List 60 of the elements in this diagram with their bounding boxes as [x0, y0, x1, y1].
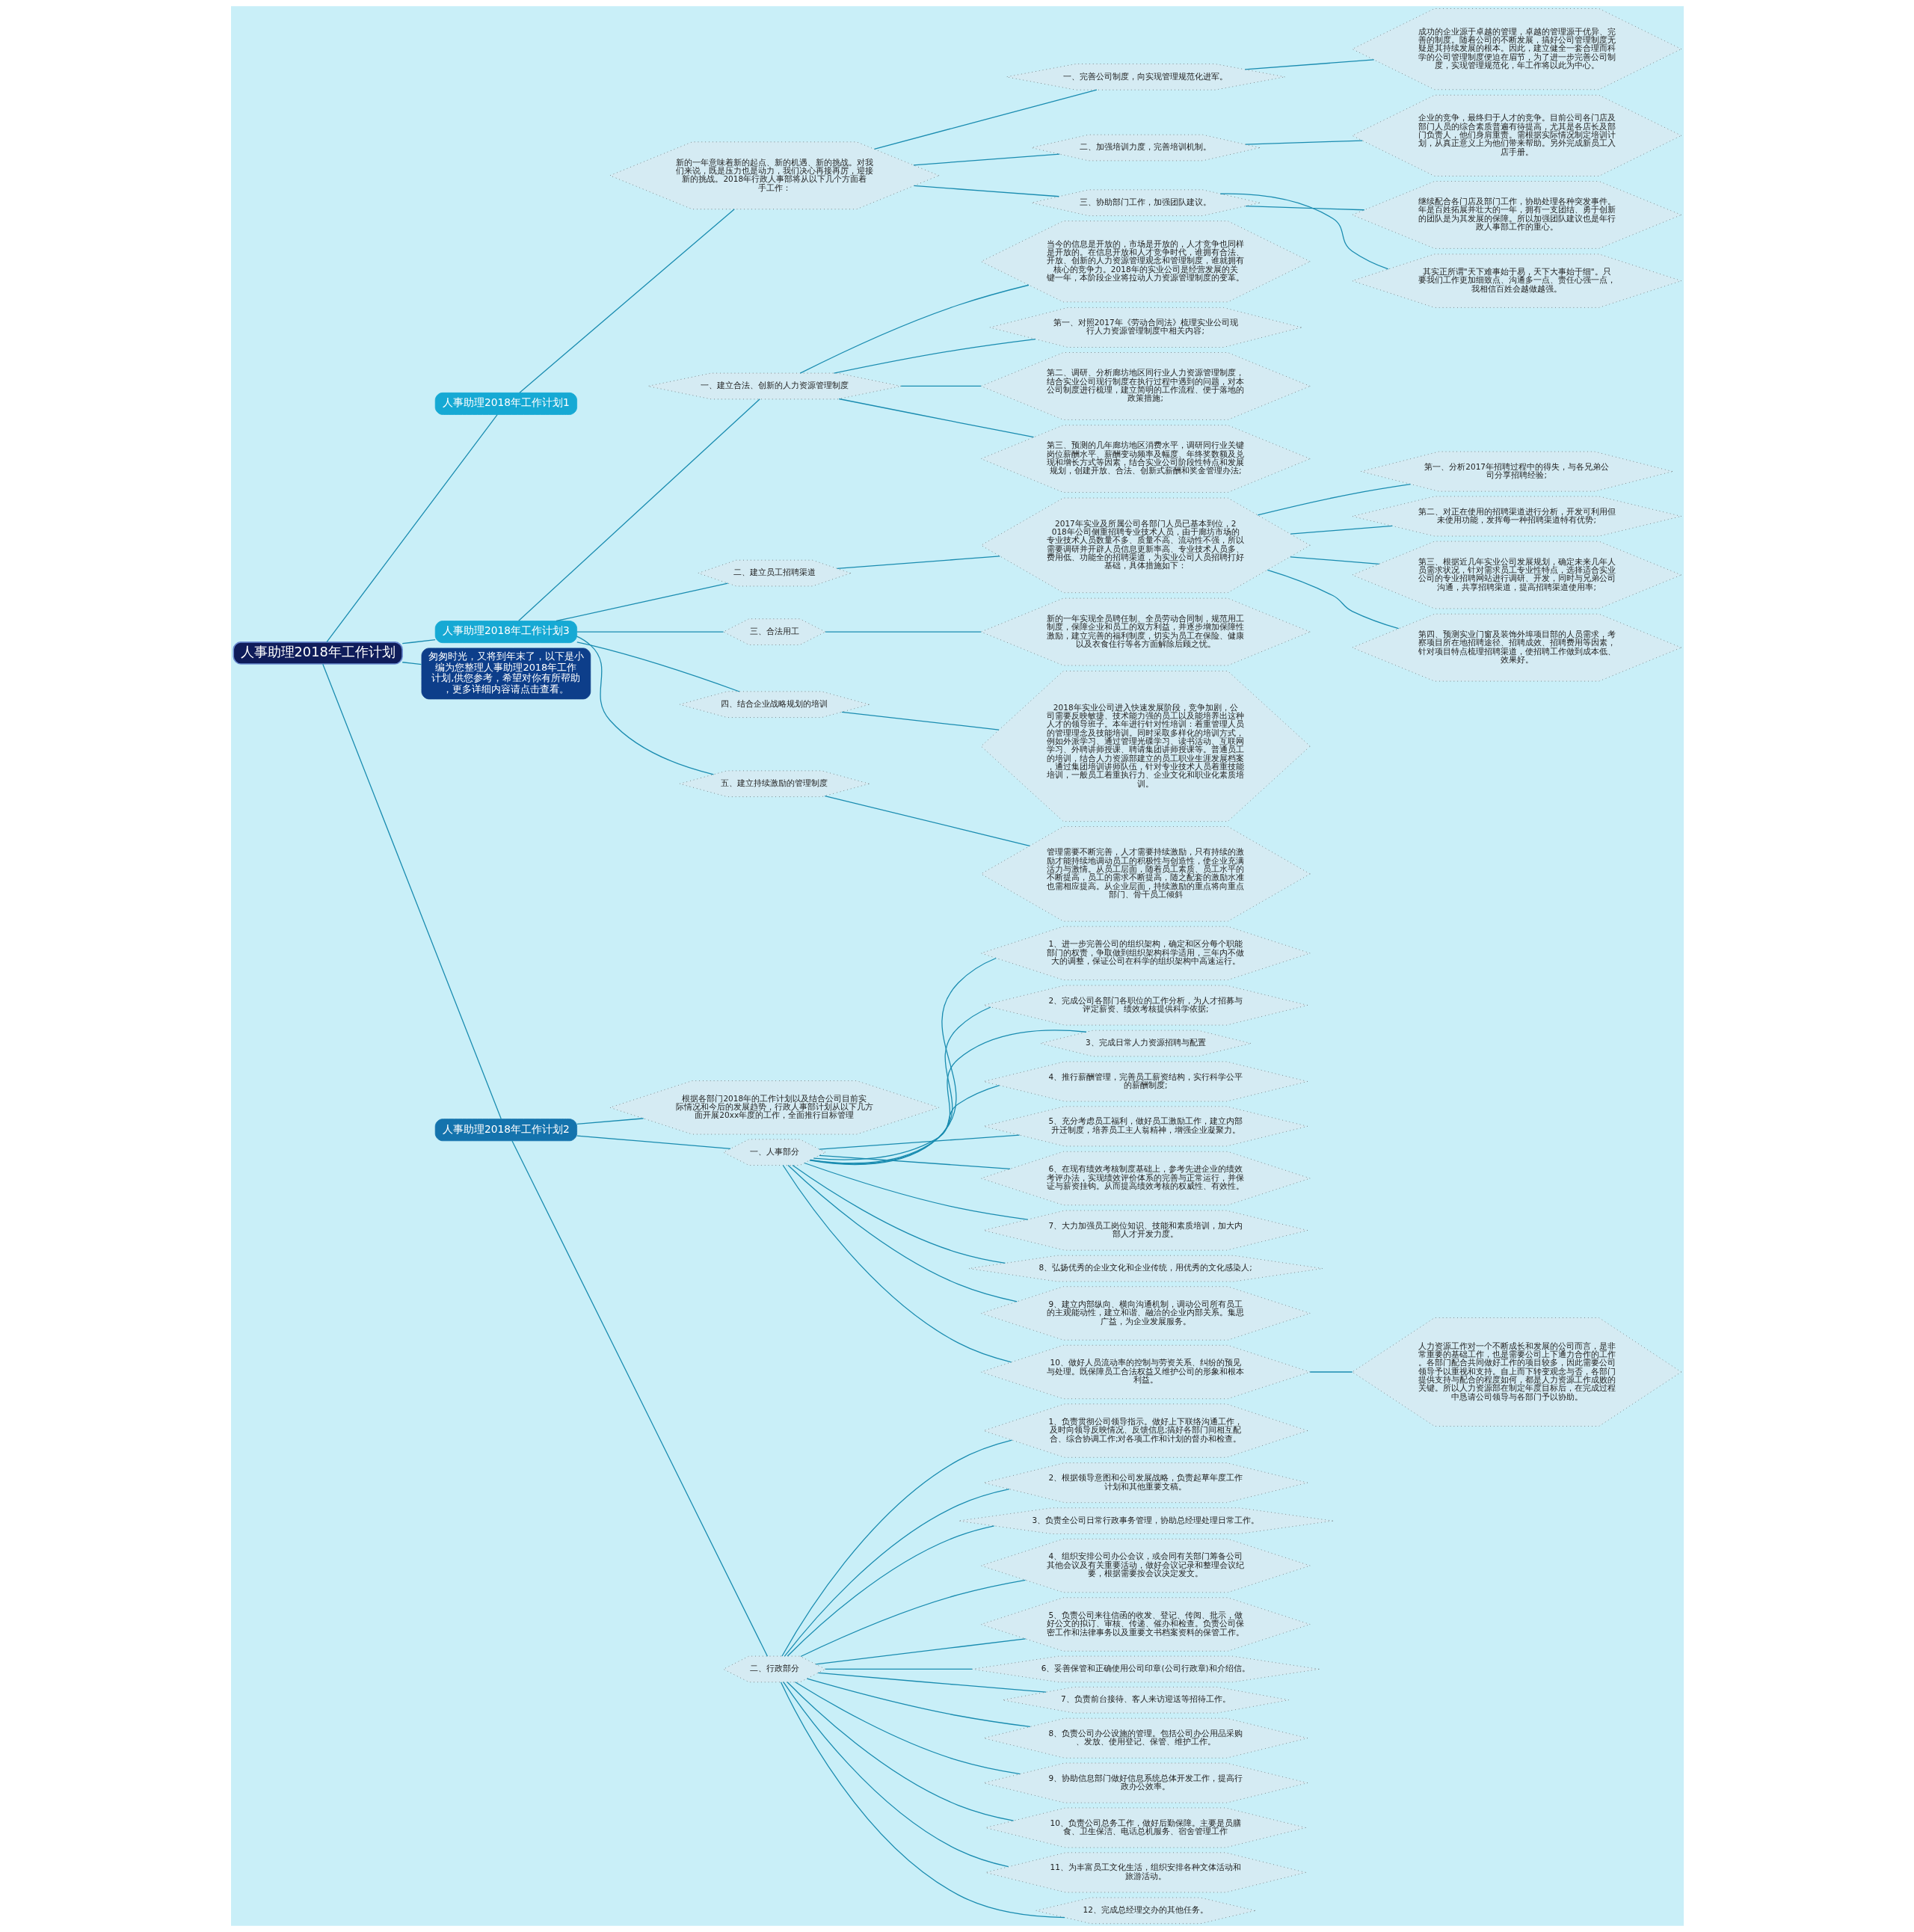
connector [808, 957, 997, 1166]
connector [799, 1579, 1026, 1658]
connector [787, 1525, 994, 1657]
connector [833, 339, 1036, 374]
connector [782, 1682, 1009, 1868]
connector [913, 185, 1059, 197]
connector [401, 662, 422, 665]
connector [824, 631, 982, 633]
node-box: 人事助理2018年工作计划3 [434, 621, 577, 644]
connector [1267, 569, 1399, 630]
connector [325, 413, 498, 643]
node-box: 匆匆时光，又将到年末了，以下是小编为您整理人事助理2018年工作计划,供您参考，希望对你有所帮助，更多详细内容请点击查看。 [421, 647, 591, 700]
connector [1244, 59, 1374, 70]
connector [806, 1678, 1030, 1728]
connector [1244, 205, 1364, 211]
connector [799, 284, 1030, 374]
connector [576, 636, 714, 775]
connector [576, 1118, 644, 1125]
connector [518, 209, 735, 393]
connector [555, 582, 728, 622]
node-box: 人事助理2018年工作计划2 [434, 1119, 577, 1142]
node-box: 人事助理2018年工作计划 [232, 642, 403, 665]
connector [803, 1162, 1028, 1220]
connector [792, 1164, 1006, 1264]
connector [787, 1164, 1018, 1302]
connector [1289, 556, 1379, 564]
connector [1219, 193, 1388, 270]
node-box: 人事助理2018年工作计划1 [434, 392, 577, 415]
connector [780, 1682, 1065, 1919]
connector [321, 663, 502, 1120]
connector [576, 631, 724, 633]
connector [782, 1164, 1012, 1363]
connector [815, 1638, 1026, 1665]
connector [873, 89, 1098, 150]
connector [912, 153, 1060, 166]
connector [900, 385, 982, 387]
connector [838, 398, 1034, 438]
connector [784, 1489, 1009, 1657]
connector [401, 639, 436, 644]
connector [818, 1154, 1011, 1169]
connector [836, 556, 1000, 569]
connector [517, 399, 760, 621]
connector [810, 1030, 1087, 1164]
connector [809, 1006, 991, 1165]
connector [1257, 483, 1411, 516]
connector [813, 1085, 1000, 1160]
connector [1309, 1371, 1353, 1373]
connector [1290, 525, 1393, 535]
connector [818, 1134, 1020, 1150]
connector [576, 1135, 731, 1149]
connector [817, 1672, 1047, 1693]
connector [1244, 140, 1363, 145]
connector [824, 795, 1030, 846]
connector [511, 1140, 768, 1657]
connector [786, 1682, 1014, 1821]
connector [781, 1439, 1012, 1657]
connector [824, 1668, 973, 1670]
connector [840, 711, 1000, 730]
connector [794, 1682, 1021, 1775]
connector [576, 642, 740, 692]
